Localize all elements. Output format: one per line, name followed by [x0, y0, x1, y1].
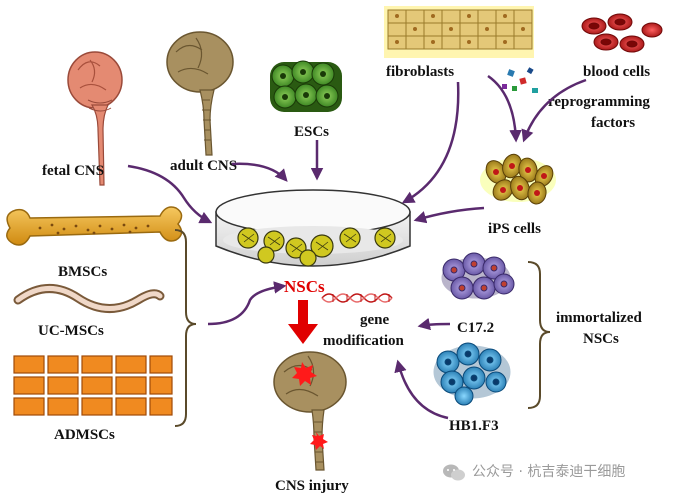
- nscs-label: NSCs: [284, 277, 325, 296]
- bmscs-label: BMSCs: [58, 264, 107, 280]
- arrow-msc-to-nscs: [207, 281, 287, 326]
- arrow-adult-to-dish: [231, 162, 288, 182]
- red-down-arrow: [288, 300, 318, 344]
- immortalized-label-line2: NSCs: [583, 331, 619, 347]
- blood-cells-label: blood cells: [583, 64, 650, 80]
- gene-label: gene: [360, 312, 390, 328]
- arrow-hb1-to-modification: [394, 359, 449, 420]
- reprogramming-factors-icon: [502, 67, 538, 93]
- ips-cells-label: iPS cells: [488, 221, 541, 237]
- hb1-label: HB1.F3: [449, 418, 499, 434]
- fibroblasts-label: fibroblasts: [386, 64, 454, 80]
- fetal-brain-icon: [67, 51, 123, 186]
- adipose-cells-icon: [13, 355, 173, 416]
- c17-label: C17.2: [457, 320, 494, 336]
- arrow-fibroblasts-to-dish: [401, 81, 460, 204]
- arrow-fibroblasts-to-ips: [487, 74, 522, 143]
- left-brace: [174, 229, 197, 427]
- arrow-c17-to-modification: [417, 317, 451, 331]
- bone-icon: [6, 206, 183, 246]
- modification-label: modification: [323, 333, 404, 349]
- watermark: 公众号 · 杭吉泰迪干细胞: [443, 464, 625, 481]
- dna-helix-icon: [321, 293, 393, 303]
- c17-cells-icon: [441, 252, 515, 300]
- arrow-blood-to-ips: [521, 78, 587, 143]
- fetal-cns-label: fetal CNS: [42, 163, 104, 179]
- arrow-ips-to-dish: [413, 206, 485, 224]
- escs-label: ESCs: [294, 124, 329, 140]
- right-brace: [527, 261, 551, 409]
- admscs-label: ADMSCs: [54, 427, 115, 443]
- uc-mscs-label: UC-MSCs: [38, 323, 104, 339]
- blood-cells-icon: [581, 13, 663, 53]
- hb1-cells-icon: [433, 342, 511, 406]
- wechat-icon: [443, 464, 465, 481]
- flow-arrows: [127, 74, 587, 420]
- reprogramming-label-line1: reprogramming: [548, 94, 650, 110]
- reprogramming-label-line2: factors: [591, 115, 635, 131]
- cns-injury-label: CNS injury: [275, 478, 349, 494]
- immortalized-label-line1: immortalized: [556, 310, 642, 326]
- ips-cells-icon: [480, 153, 556, 205]
- injury-marker-icon: [292, 362, 328, 450]
- adult-cns-label: adult CNS: [170, 158, 237, 174]
- umbilical-cord-icon: [13, 284, 165, 313]
- arrow-fetal-to-dish: [127, 164, 213, 224]
- esc-cluster-icon: [270, 60, 342, 112]
- fibroblasts-icon: [384, 6, 534, 58]
- adult-brain-icon: [166, 31, 234, 156]
- neurosphere-texture: [241, 233, 392, 253]
- watermark-text: 公众号 · 杭吉泰迪干细胞: [472, 464, 625, 480]
